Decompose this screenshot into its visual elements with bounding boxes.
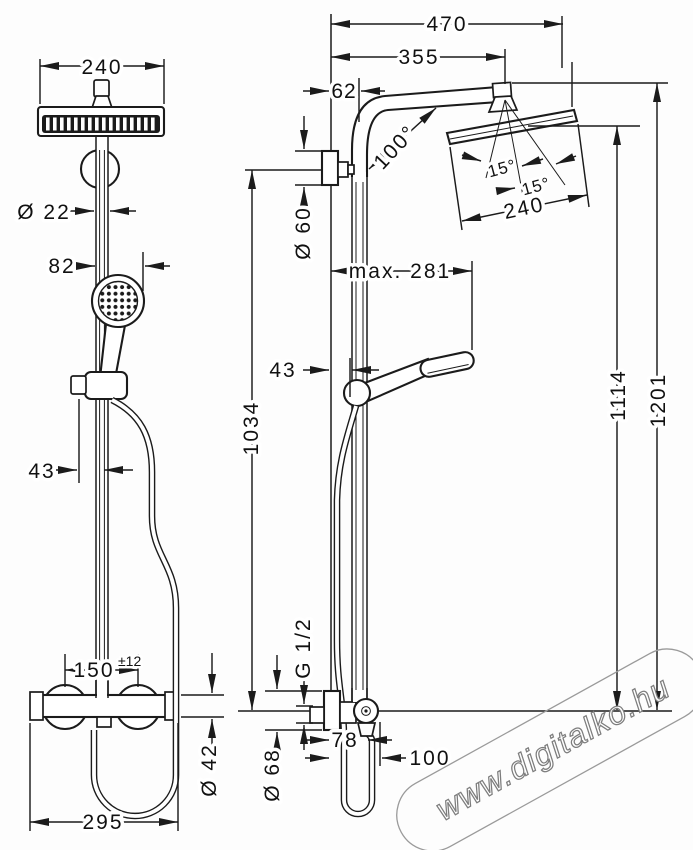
riser-pipe-side — [351, 170, 368, 702]
wall-bracket-side — [320, 149, 355, 187]
dim-pipe-diameter-label: Ø 22 — [17, 201, 71, 224]
front-dimensions: 240 Ø 22 82 43 150 ±12 Ø 42 — [14, 53, 225, 838]
valve-body-front — [38, 693, 170, 719]
front-view: 240 Ø 22 82 43 150 ±12 Ø 42 — [14, 53, 225, 838]
hose-outlet-side — [356, 722, 377, 737]
head-spray-slots — [46, 117, 155, 131]
dim-escutcheon-diameter-label: Ø 60 — [292, 206, 315, 260]
spray-line-right — [504, 99, 566, 186]
shower-hose-front — [90, 397, 180, 820]
dim-hose-outlet-offset-label: 78 — [331, 729, 358, 752]
dim-handshower-offset-label: 82 — [48, 255, 75, 278]
dim-head-center-depth-label: 355 — [398, 46, 439, 69]
head-spray-band — [42, 115, 160, 133]
riser-pipe-front — [95, 135, 109, 698]
dim-valve-centers-tolerance-label: ±12 — [118, 653, 141, 669]
dim-head-width-label: 240 — [81, 56, 122, 79]
spray-line-center — [504, 99, 524, 197]
dim-valve-body-diameter-label: Ø 42 — [198, 743, 221, 797]
spray-line-left — [485, 99, 506, 179]
dim-max-reach-label: max. 281 — [349, 260, 451, 283]
valve-end-cap-left — [29, 691, 44, 721]
dim-valve-centers-label: 150 — [73, 659, 114, 682]
valve-escutcheon-side — [322, 689, 342, 732]
dim-valve-width-label: 295 — [82, 811, 123, 834]
head-swivel-knob — [93, 79, 110, 98]
bracket-escutcheon — [320, 149, 340, 187]
thread-label: G 1/2 — [292, 617, 315, 678]
hose-outlet-front — [96, 716, 112, 728]
dim-valve-depth-label: 100 — [409, 747, 450, 770]
dim-holder-depth-label: 43 — [28, 460, 55, 483]
dim-height-total-label: 1201 — [647, 373, 670, 428]
thermostat-front — [29, 660, 179, 731]
watermark-capsule — [396, 648, 693, 850]
hand-shower-head-side — [419, 351, 475, 378]
dim-pipe-wall-offset-label: 62 — [331, 80, 356, 103]
overhead-shower-side — [445, 81, 579, 197]
dim-rail-height-label: 1034 — [240, 401, 263, 456]
holder-pivot — [342, 378, 372, 408]
overhead-shower-front — [36, 79, 166, 138]
dim-total-depth-label: 470 — [426, 13, 467, 36]
wall-connection-block — [309, 706, 325, 724]
dim-height-head-label: 1114 — [607, 369, 630, 421]
dim-valve-escutcheon-diameter-label: Ø 68 — [261, 748, 284, 802]
hand-shower-front — [70, 273, 146, 401]
holder-grip-knob — [70, 375, 87, 395]
dim-holder-wall-offset-label: 43 — [269, 359, 296, 382]
slider-holder — [83, 370, 129, 401]
head-joint-cone — [487, 95, 519, 113]
